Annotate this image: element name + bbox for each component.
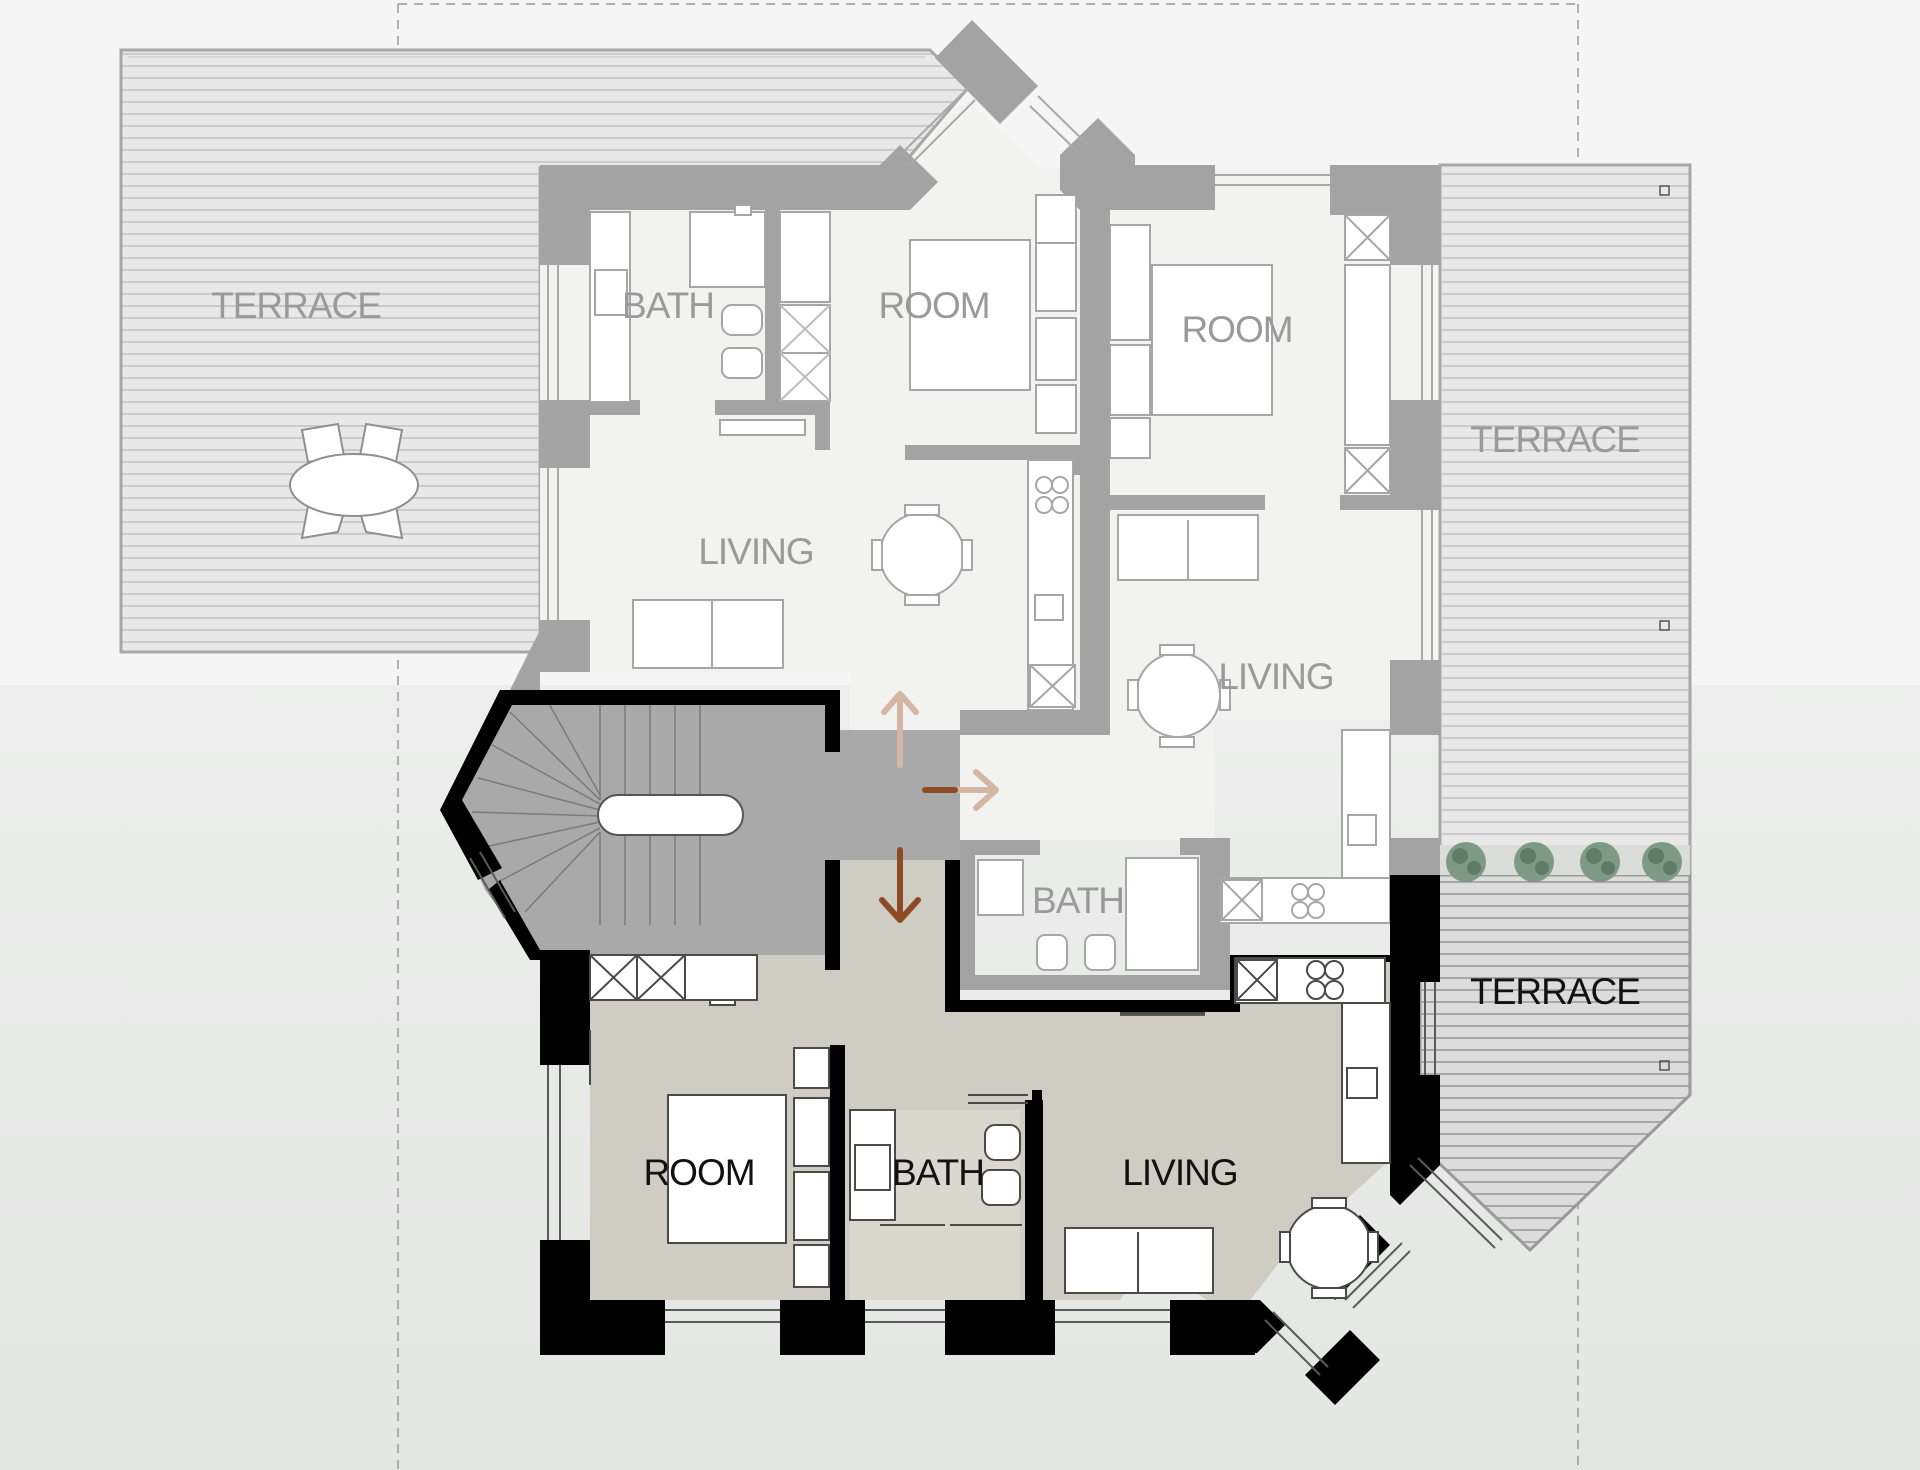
arrow-down	[879, 847, 921, 923]
terrace-se-label: TERRACE	[1470, 971, 1640, 1012]
living-a-label: LIVING	[698, 531, 813, 572]
living-b-label: LIVING	[1218, 656, 1333, 697]
upper-furniture	[589, 194, 1391, 971]
arrow-up	[881, 691, 919, 768]
arrow-right	[922, 769, 999, 811]
upper-walls	[510, 20, 1440, 990]
room-c-label: ROOM	[643, 1152, 754, 1193]
terrace-nw-label: TERRACE	[211, 285, 381, 326]
upper-windows	[547, 87, 1433, 660]
terrace-dining-set	[289, 422, 419, 540]
planter-hedge	[1440, 842, 1690, 882]
terrace-e-label: TERRACE	[1470, 419, 1640, 460]
terrace-e	[1438, 163, 1692, 877]
living-c-label: LIVING	[1122, 1152, 1237, 1193]
terrace-posts	[1659, 185, 1670, 1071]
bath-c-label: BATH	[892, 1152, 984, 1193]
room-b-label: ROOM	[1181, 309, 1292, 350]
bath-b-label: BATH	[1032, 880, 1124, 921]
room-a-label: ROOM	[878, 285, 989, 326]
lower-furniture	[589, 954, 1391, 1299]
bath-a-label: BATH	[622, 285, 714, 326]
lower-windows	[469, 851, 1503, 1376]
stair-well	[597, 794, 744, 836]
